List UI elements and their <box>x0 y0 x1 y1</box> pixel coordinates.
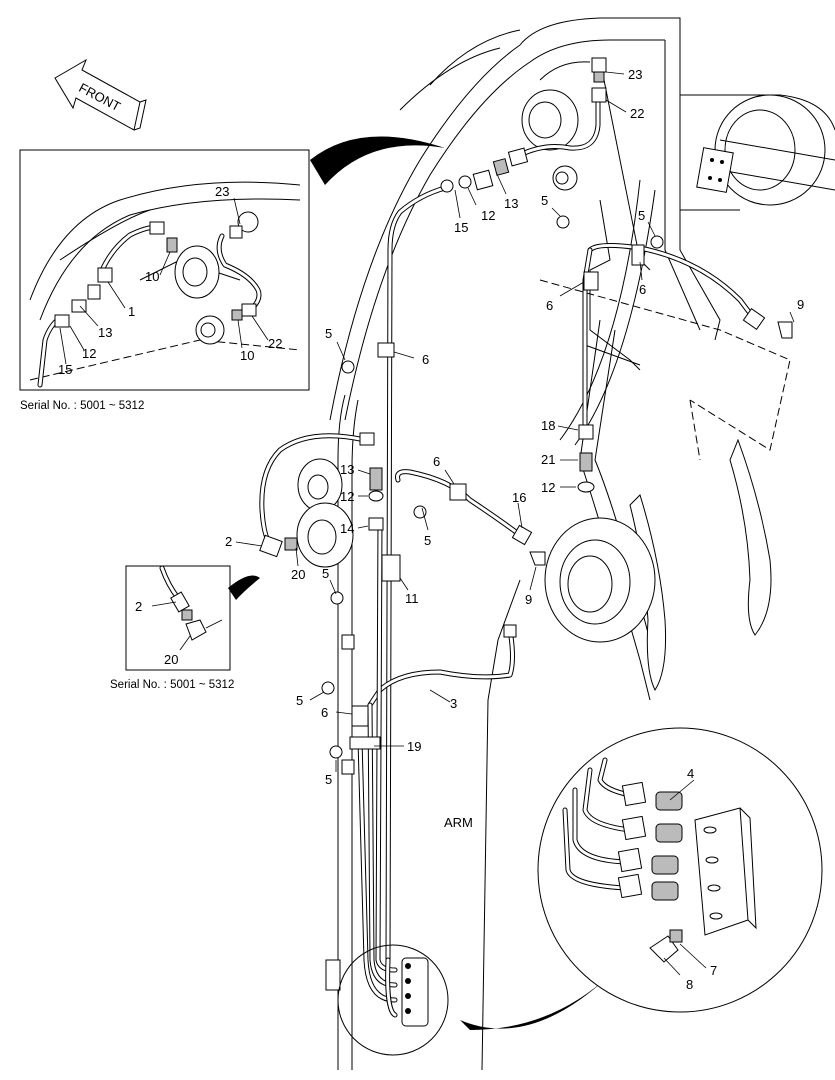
callout-20: 20 <box>291 567 305 582</box>
inset-mid-callout-20: 20 <box>164 652 178 667</box>
inset-callout-13: 13 <box>98 325 112 340</box>
main-hoses <box>259 92 758 1018</box>
callout-22: 22 <box>630 106 644 121</box>
callout-16: 16 <box>512 490 526 505</box>
serial-mid: Serial No. : 5001 ~ 5312 <box>110 679 234 691</box>
inset-top: 23 10 1 13 12 15 10 22 <box>19 149 310 391</box>
callout-9a: 9 <box>797 297 804 312</box>
callout-23: 23 <box>628 67 642 82</box>
callout-12c: 12 <box>340 489 354 504</box>
callout-19: 19 <box>407 739 421 754</box>
callout-5c: 5 <box>325 326 332 341</box>
callout-6a: 6 <box>546 298 553 313</box>
callout-21: 21 <box>541 452 555 467</box>
detail-source-circle <box>337 944 449 1056</box>
inset-callout-23: 23 <box>215 184 229 199</box>
callout-6d: 6 <box>433 454 440 469</box>
callout-13: 13 <box>504 196 518 211</box>
detail-circle: 4 7 8 <box>537 727 823 1013</box>
callout-12: 12 <box>481 208 495 223</box>
callout-7: 7 <box>710 963 717 978</box>
callout-2: 2 <box>225 534 232 549</box>
arm-side-plates <box>544 438 772 692</box>
inset-mid-callout-2: 2 <box>135 599 142 614</box>
callout-12b: 12 <box>541 480 555 495</box>
callout-6e: 6 <box>321 705 328 720</box>
callout-6c: 6 <box>422 352 429 367</box>
arm-label: ARM <box>444 815 473 830</box>
callout-11: 11 <box>405 591 419 606</box>
leader-lines <box>235 71 795 772</box>
callout-13b: 13 <box>340 462 354 477</box>
callout-9b: 9 <box>525 592 532 607</box>
inset-callout-12: 12 <box>82 346 96 361</box>
callout-5g: 5 <box>325 772 332 787</box>
view-arc-mid <box>228 575 260 600</box>
inset-callout-10a: 10 <box>145 269 159 284</box>
inset-callout-10b: 10 <box>240 348 254 363</box>
callout-4: 4 <box>687 766 694 781</box>
callout-15: 15 <box>454 220 468 235</box>
callout-5a: 5 <box>541 193 548 208</box>
callout-5d: 5 <box>322 566 329 581</box>
boom-cylinder <box>680 94 835 211</box>
front-label: FRONT <box>76 80 123 114</box>
callout-3: 3 <box>450 696 457 711</box>
inset-callout-22: 22 <box>268 336 282 351</box>
callout-6b: 6 <box>639 282 646 297</box>
fittings <box>259 57 793 1027</box>
callout-5e: 5 <box>424 533 431 548</box>
callouts: 23 22 15 12 13 5 5 6 6 9 5 6 18 21 12 6 … <box>225 67 804 830</box>
arm-bosses <box>296 458 355 991</box>
callout-14: 14 <box>340 521 354 536</box>
pin-boss <box>521 89 579 191</box>
callout-18: 18 <box>541 418 555 433</box>
callout-5b: 5 <box>638 208 645 223</box>
front-arrow: FRONT <box>54 58 147 131</box>
callout-5f: 5 <box>296 693 303 708</box>
view-arc-top <box>310 136 445 185</box>
inset-callout-15: 15 <box>58 362 72 377</box>
serial-top: Serial No. : 5001 ~ 5312 <box>20 400 144 412</box>
inset-callout-1: 1 <box>128 304 135 319</box>
callout-8: 8 <box>686 977 693 992</box>
inset-mid: 2 20 <box>125 565 231 671</box>
